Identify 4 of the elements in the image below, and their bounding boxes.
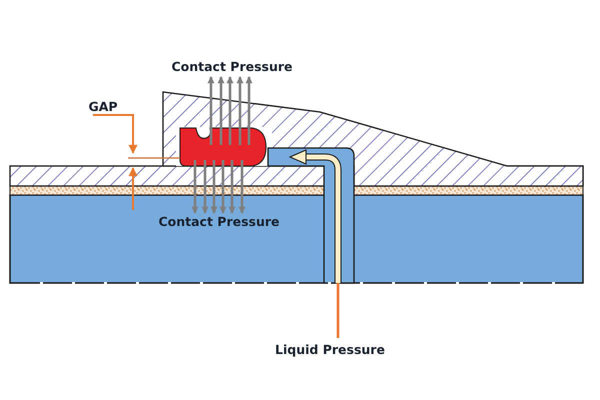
label-text: Liquid Pressure — [275, 342, 385, 357]
label-text: Contact Pressure — [158, 214, 280, 229]
label-text: Contact Pressure — [171, 59, 293, 74]
label-text: GAP — [88, 99, 118, 114]
